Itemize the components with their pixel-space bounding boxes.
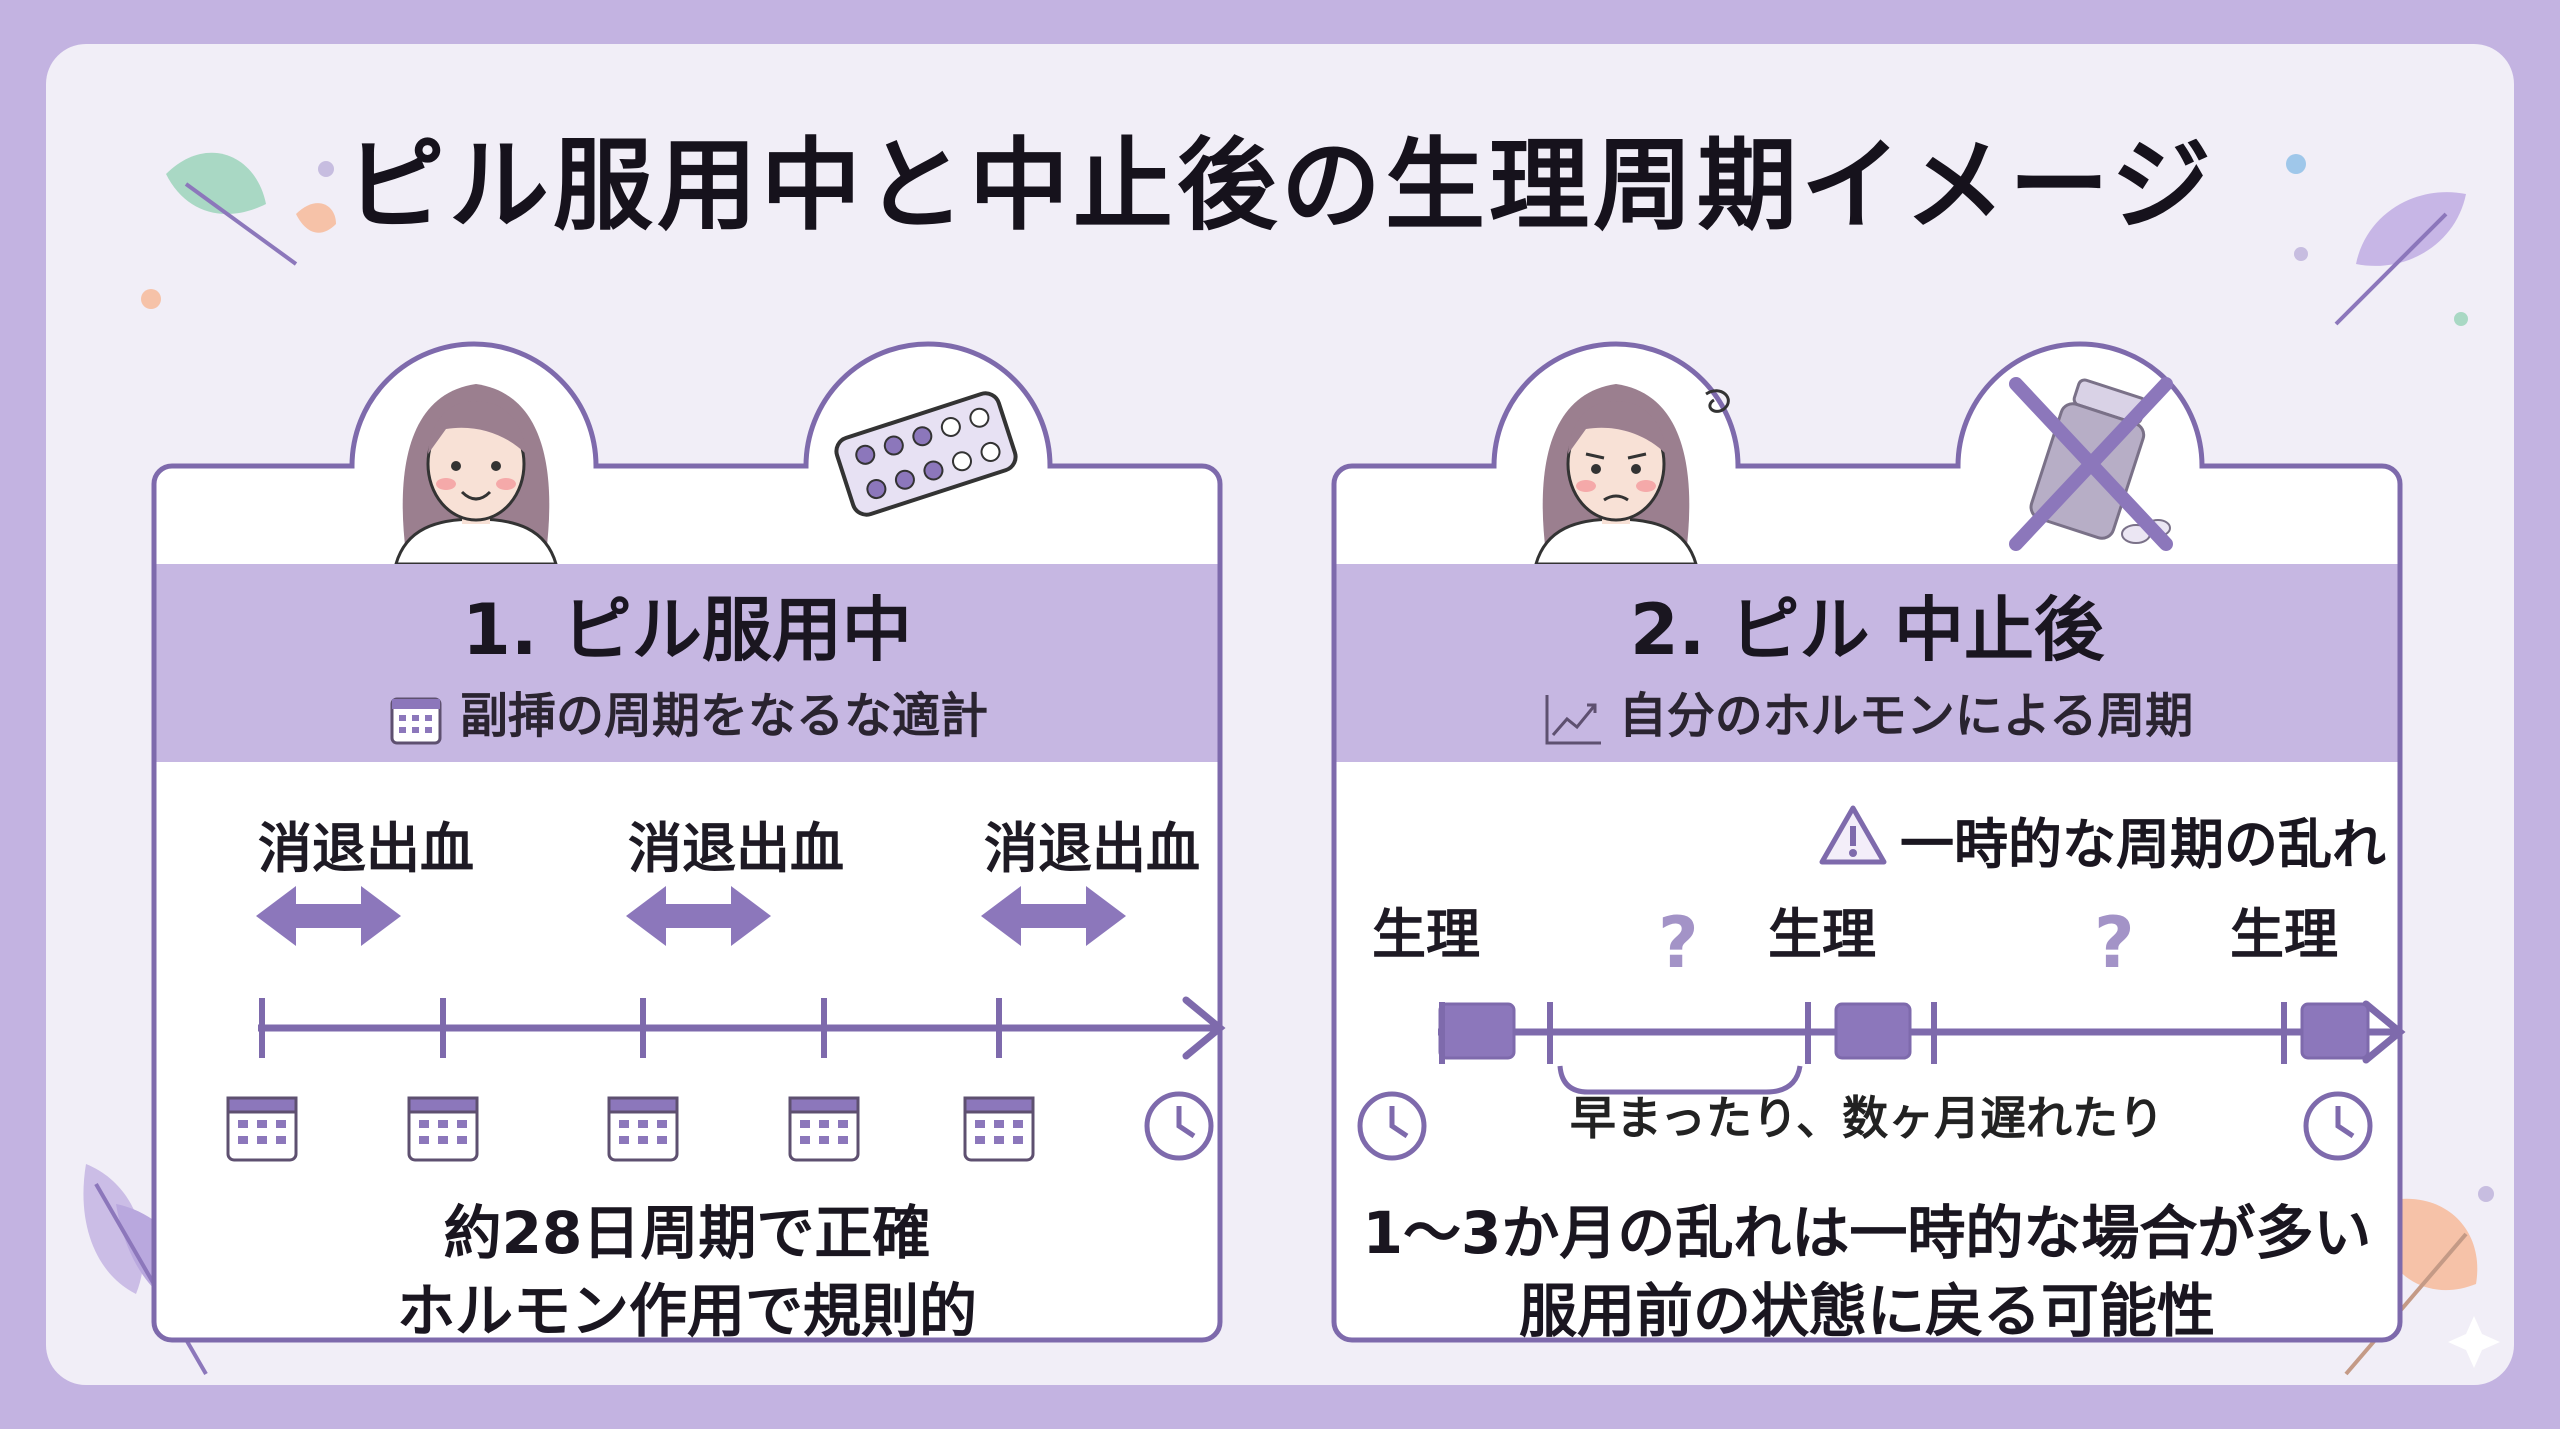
trend-chart-icon: [1545, 695, 1601, 745]
bleed-arrow-3: [981, 886, 1126, 946]
bleed-label-3: 消退出血: [984, 817, 1200, 880]
period-block-3: [2300, 1002, 2370, 1060]
dot-decoration-left: [141, 289, 161, 309]
warning-text: 一時的な周期の乱れ: [1900, 813, 2386, 876]
pill-pack-icon: [834, 391, 1018, 517]
pill-off-timeline: [1357, 1000, 2406, 1161]
leaf-decoration-top-right: [2286, 154, 2468, 326]
period-block-2: [1834, 1002, 1912, 1060]
panel-heading: 1. ピル服用中: [462, 589, 912, 671]
woman-worried-icon: [1534, 384, 1730, 564]
calendar-icons: [226, 1096, 1035, 1162]
pill-on-timeline: [226, 886, 1226, 1162]
bleed-label-1: 消退出血: [258, 817, 474, 880]
page-title: ピル服用中と中止後の生理周期イメージ: [345, 127, 2215, 244]
period-label-2: 生理: [1768, 903, 1876, 966]
panel-subheading-text: 副挿の周期をなるな適計: [459, 688, 988, 744]
panel-subheading-text: 自分のホルモンによる周期: [1618, 688, 2194, 744]
question-mark-1: ?: [1658, 902, 1699, 984]
stopped-pill-bottle-icon: [2009, 377, 2173, 551]
clock-icon: [1357, 1091, 1427, 1161]
woman-smiling-icon: [394, 384, 558, 564]
panel-pill-on: 1. ピル服用中 副挿の周期をなるな適計 消退出血 消退出血 消退出血: [146, 274, 1228, 1364]
panel-subheading: 副挿の周期をなるな適計: [146, 676, 1228, 749]
interval-note: 早まったり、数ヶ月遅れたり: [1569, 1091, 2165, 1145]
summary-line-2: ホルモン作用で規則的: [396, 1277, 977, 1345]
panel-heading: 2. ピル 中止後: [1629, 589, 2105, 671]
calendar-icon: [390, 697, 442, 745]
period-label-3: 生理: [2230, 903, 2338, 966]
clock-icon: [2303, 1091, 2373, 1161]
bleed-arrow-1: [256, 886, 401, 946]
panel-subheading: 自分のホルモンによる周期: [1326, 676, 2408, 749]
interval-brace: [1557, 1065, 1803, 1095]
summary-line-1: 1〜3か月の乱れは一時的な場合が多い: [1362, 1199, 2372, 1267]
period-label-1: 生理: [1372, 903, 1480, 966]
period-block-1: [1438, 1002, 1516, 1060]
question-mark-2: ?: [2094, 902, 2135, 984]
summary-line-2: 服用前の状態に戻る可能性: [1518, 1277, 2215, 1345]
bleed-label-2: 消退出血: [628, 817, 844, 880]
clock-icon: [1144, 1091, 1214, 1161]
infographic-canvas: ピル服用中と中止後の生理周期イメージ: [46, 44, 2514, 1385]
panel-frame: [151, 341, 1223, 1343]
summary-line-1: 約28日周期で正確: [443, 1199, 931, 1267]
bleed-arrow-2: [626, 886, 771, 946]
leaf-decoration-top-left: [166, 152, 336, 266]
warning-icon: [1819, 805, 1887, 865]
panel-pill-off: 2. ピル 中止後 自分のホルモンによる周期 一時的な周期の乱れ 生理 生理 生…: [1326, 274, 2408, 1364]
